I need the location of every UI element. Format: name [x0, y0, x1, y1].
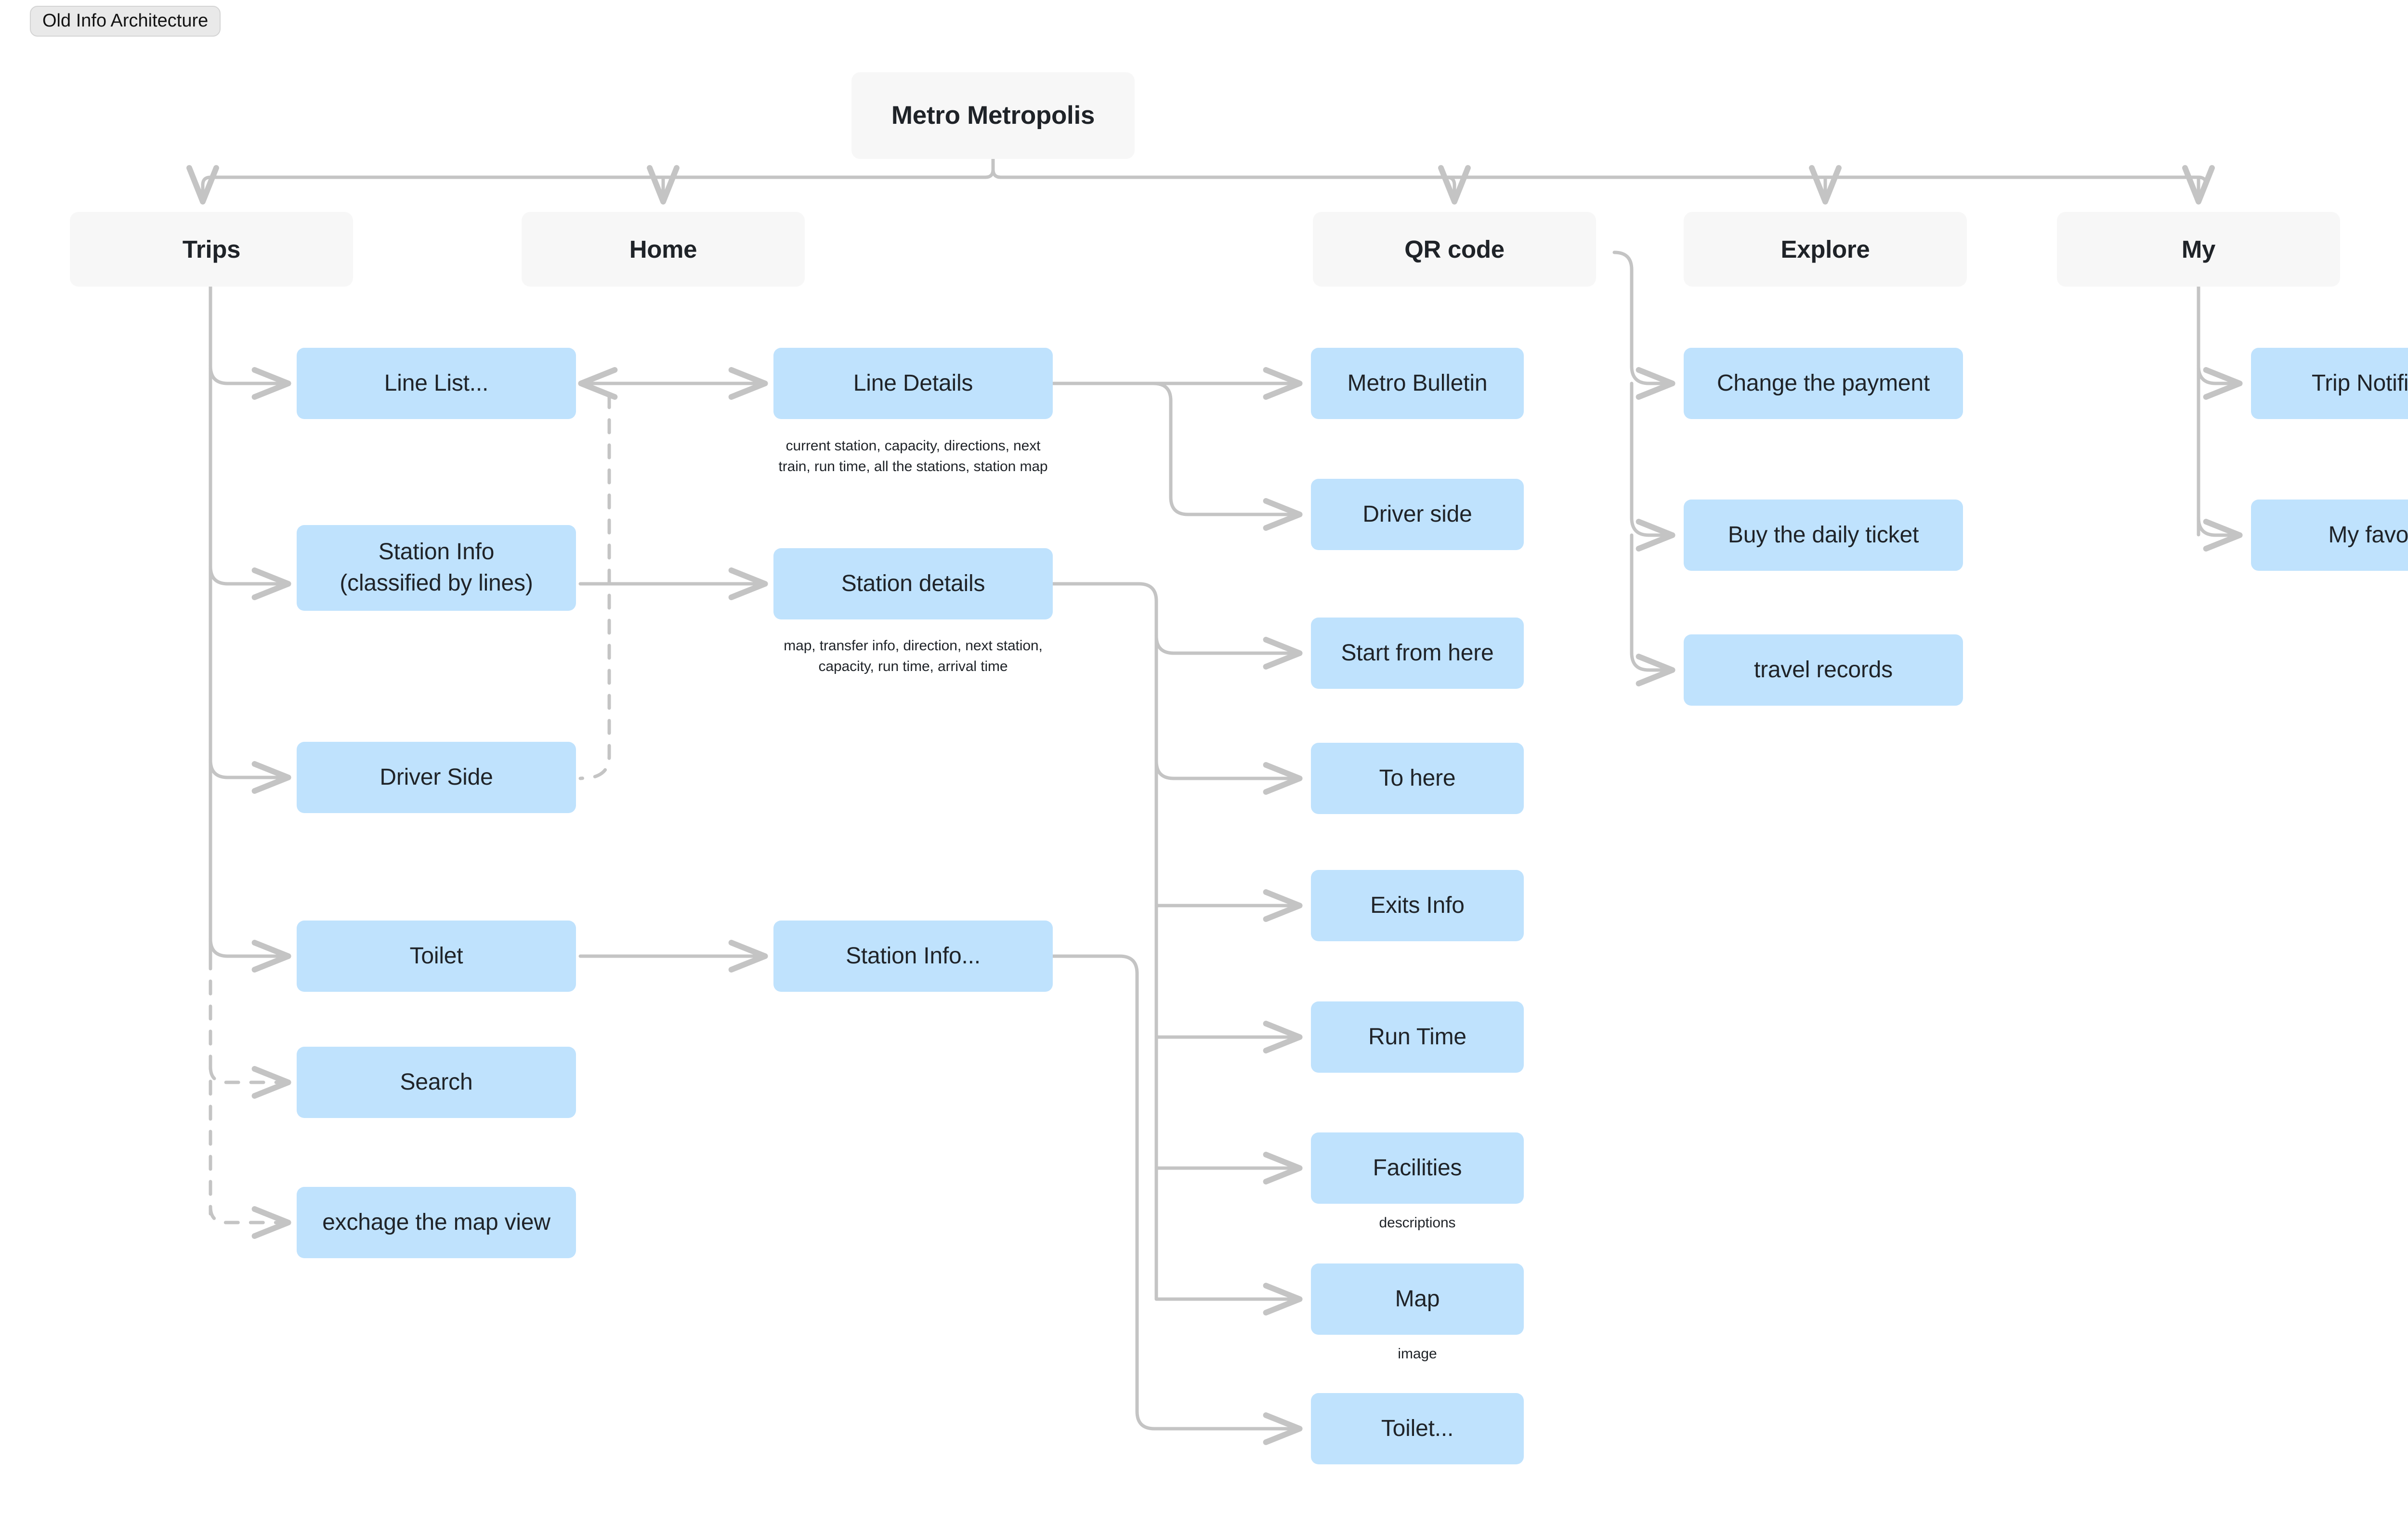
caption-facilities: descriptions: [1379, 1215, 1456, 1231]
diagram-title-chip: Old Info Architecture: [30, 6, 221, 37]
node-line-list[interactable]: Line List...: [297, 348, 576, 419]
node-map[interactable]: Map: [1311, 1263, 1524, 1335]
node-facilities[interactable]: Facilities: [1311, 1132, 1524, 1204]
node-buy-the-daily-ticket[interactable]: Buy the daily ticket: [1684, 500, 1963, 571]
node-travel-records[interactable]: travel records: [1684, 634, 1963, 706]
node-search[interactable]: Search: [297, 1047, 576, 1118]
caption-station-details: map, transfer info, direction, next stat…: [784, 638, 1043, 674]
node-start-from-here[interactable]: Start from here: [1311, 618, 1524, 689]
node-my-favourite[interactable]: My favourite: [2251, 500, 2408, 571]
node-run-time[interactable]: Run Time: [1311, 1001, 1524, 1073]
node-root-metro-metropolis[interactable]: Metro Metropolis: [851, 72, 1135, 159]
node-line-details[interactable]: Line Details: [773, 348, 1053, 419]
caption-line-details: current station, capacity, directions, n…: [778, 438, 1048, 474]
node-metro-bulletin[interactable]: Metro Bulletin: [1311, 348, 1524, 419]
node-section-qr-code[interactable]: QR code: [1313, 212, 1596, 287]
node-to-here[interactable]: To here: [1311, 743, 1524, 814]
node-station-info-home[interactable]: Station Info...: [773, 921, 1053, 992]
node-exchange-the-map-view[interactable]: exchage the map view: [297, 1187, 576, 1258]
caption-map: image: [1398, 1346, 1437, 1362]
node-exits-info[interactable]: Exits Info: [1311, 870, 1524, 941]
node-station-info-line1: Station Info: [378, 539, 495, 565]
node-section-explore[interactable]: Explore: [1684, 212, 1967, 287]
node-toilet-qr[interactable]: Toilet...: [1311, 1393, 1524, 1464]
node-section-home[interactable]: Home: [522, 212, 805, 287]
node-driver-side-qr[interactable]: Driver side: [1311, 479, 1524, 550]
node-toilet[interactable]: Toilet: [297, 921, 576, 992]
node-section-my[interactable]: My: [2057, 212, 2340, 287]
node-trip-notification[interactable]: Trip Notification: [2251, 348, 2408, 419]
node-station-info-line2: (classified by lines): [340, 570, 533, 596]
node-driver-side[interactable]: Driver Side: [297, 742, 576, 813]
node-section-trips[interactable]: Trips: [70, 212, 353, 287]
node-change-the-payment[interactable]: Change the payment: [1684, 348, 1963, 419]
node-station-details[interactable]: Station details: [773, 548, 1053, 619]
node-station-info-classified-by-lines[interactable]: Station Info (classified by lines): [297, 525, 576, 611]
